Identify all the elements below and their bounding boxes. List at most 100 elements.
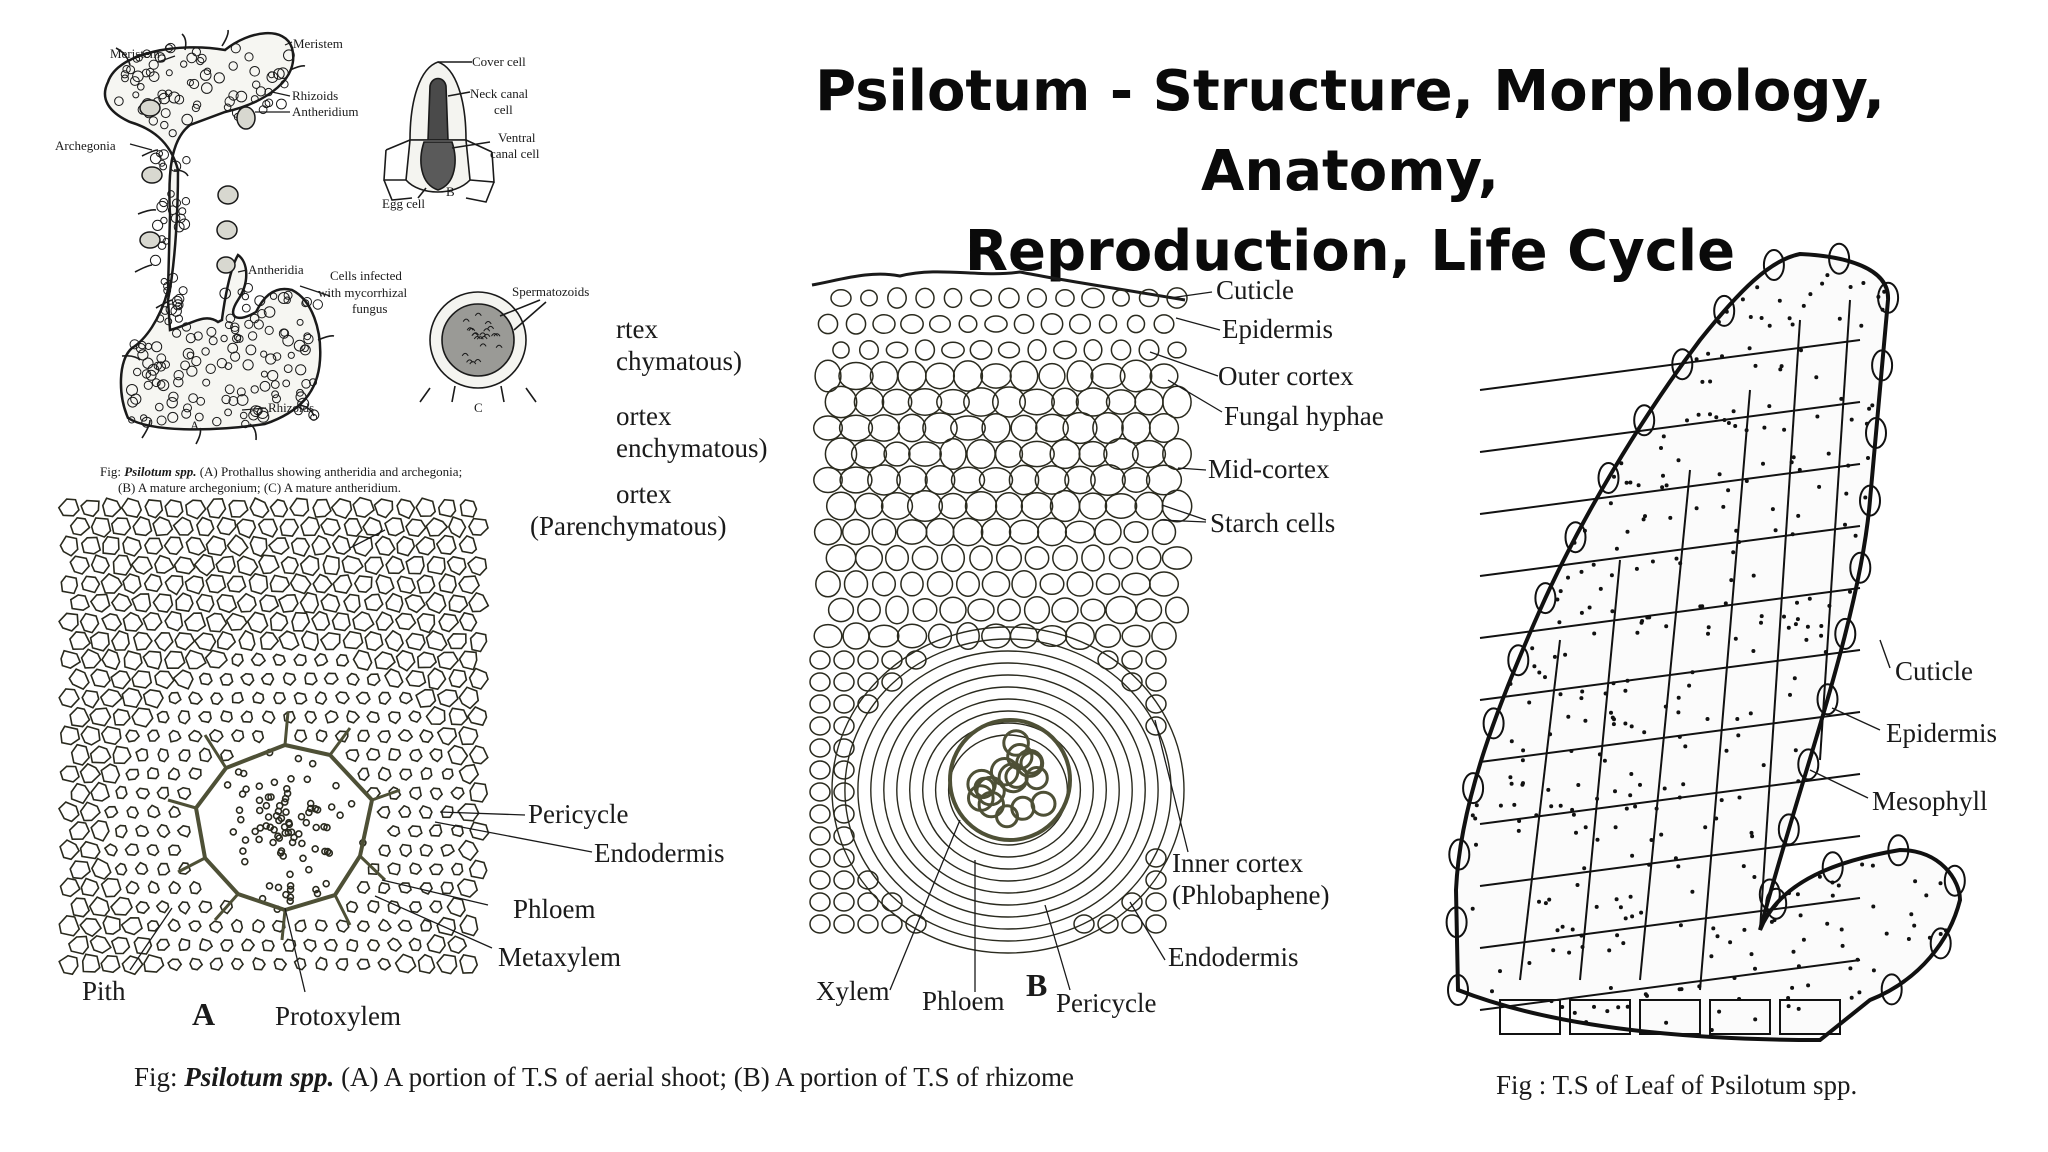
rhizome-cell (881, 672, 903, 692)
chloroplast-dot (1560, 1005, 1565, 1009)
chloroplast-dot (1638, 782, 1642, 787)
inner-cortex-ring (844, 638, 1172, 942)
prothallus-cell (185, 333, 196, 344)
aerial-cell (425, 591, 447, 615)
aerial-cell (89, 935, 112, 954)
aerial-cell (278, 630, 300, 651)
prothallus-cell (121, 74, 129, 83)
rhizome-cell (809, 870, 831, 890)
prothallus-cell (160, 120, 169, 130)
chloroplast-dot (1750, 834, 1755, 839)
chloroplast-dot (1796, 1006, 1801, 1011)
chloroplast-dot (1790, 532, 1795, 537)
prothallus-cell (197, 53, 207, 64)
prothallus-cell (223, 103, 232, 112)
label-rhizome-epidermis: Epidermis (1222, 314, 1333, 344)
prothallus-cell (180, 60, 188, 68)
inner-cortex-ring (857, 650, 1159, 930)
aerial-cell (320, 593, 341, 613)
label-archegonium-b: B (446, 184, 455, 199)
rhizome-cell (1038, 362, 1066, 390)
aerial-cell (59, 535, 79, 557)
rhizome-cell (907, 388, 943, 416)
aerial-cell (396, 535, 416, 557)
pith-cell (264, 793, 273, 802)
prothallus-cell (182, 348, 195, 360)
chloroplast-dot (1685, 418, 1689, 423)
aerial-cell (206, 497, 227, 519)
aerial-cell (396, 498, 416, 520)
leaf-cell-wall (1579, 559, 1621, 981)
chloroplast-dot (1650, 559, 1655, 564)
chloroplast-dot (1696, 412, 1701, 417)
aerial-cell (468, 859, 488, 880)
prothallus-leader-lines (129, 41, 331, 411)
aerial-cell (100, 877, 122, 898)
pith-cell (305, 808, 313, 817)
pith-cell (320, 822, 328, 831)
rhizome-cell (969, 340, 993, 360)
label-rhizome-endodermis: Endodermis (1168, 942, 1298, 972)
prothallus-cell (270, 380, 280, 389)
chloroplast-dot (1676, 695, 1681, 700)
aerial-cell (198, 672, 213, 686)
page-title: Psilotum - Structure, Morphology, Anatom… (680, 52, 2020, 292)
aerial-cell (210, 692, 224, 706)
aerial-cell (238, 629, 256, 652)
prothallus-cell (160, 108, 171, 119)
prothallus-cell (168, 391, 179, 402)
aerial-cell (356, 958, 371, 970)
aerial-cell (394, 953, 417, 974)
prothallus-cell (283, 296, 291, 304)
aerial-cell (467, 556, 488, 577)
pith-cell (306, 804, 315, 813)
chloroplast-dot (1613, 825, 1618, 830)
chloroplast-dot (1843, 522, 1847, 527)
aerial-cell (357, 767, 370, 782)
rhizome-cell (950, 415, 986, 441)
chloroplast-dot (1579, 569, 1584, 574)
aerial-cell (115, 785, 128, 800)
label-leaf-cuticle: Cuticle (1895, 656, 1973, 686)
leaf-cell-wall (1479, 711, 1861, 763)
aerial-cell (163, 536, 184, 556)
chloroplast-dot (1859, 323, 1864, 328)
prothallus-cell (193, 331, 203, 341)
chloroplast-dot (1706, 625, 1711, 630)
chloroplast-dot (1641, 517, 1646, 522)
prothallus-cell (230, 43, 241, 54)
aerial-cell (230, 918, 244, 933)
prothallus-cell (180, 360, 191, 371)
prothallus-cell (276, 98, 287, 110)
chloroplast-dot (1597, 752, 1602, 757)
rhizome-cell (857, 914, 879, 934)
label-ventral-2: canal cell (490, 146, 540, 161)
prothallus-cell (295, 391, 307, 403)
rhizome-cell (969, 545, 993, 571)
aerial-cell (384, 629, 404, 652)
chloroplast-dot (1583, 718, 1588, 723)
rhizome-cell (924, 465, 956, 495)
rhizome-cell (1121, 572, 1151, 596)
aerial-cell (173, 556, 196, 575)
xylem-tracheid (1006, 743, 1034, 771)
chloroplast-dot (1630, 914, 1635, 919)
rhizome-cell (1018, 388, 1056, 416)
spermatozoid (461, 352, 469, 357)
aerial-cell (322, 554, 340, 576)
prothallus-cell (158, 159, 166, 167)
leaf-epidermal-cell (1448, 838, 1471, 871)
pith-cell (281, 794, 290, 803)
aerial-cell (67, 935, 90, 955)
chloroplast-dot (1801, 303, 1806, 308)
aerial-cell (436, 651, 460, 671)
aerial-cell (299, 591, 320, 614)
prothallus-sex-organs (139, 99, 256, 274)
aerial-cell (80, 877, 100, 897)
pith-cell (311, 845, 320, 853)
chloroplast-dot (1795, 617, 1800, 622)
chloroplast-dot (1770, 507, 1775, 512)
rhizome-cell (966, 438, 996, 470)
rhizome-cell (1148, 571, 1180, 597)
chloroplast-dot (1722, 418, 1727, 422)
